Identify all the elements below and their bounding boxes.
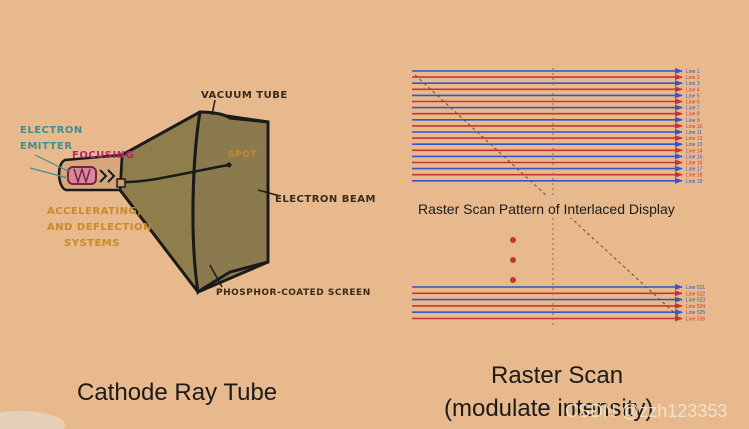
scan-line-label: Line 8 xyxy=(686,112,700,118)
label-spot: SPOT xyxy=(228,150,257,160)
scan-line-label: Line 5 xyxy=(686,93,700,99)
scan-line-label: Line 521 xyxy=(686,285,705,291)
scan-line-label: Line 17 xyxy=(686,167,703,173)
crt-diagram: VACUUM TUBE ELECTRON EMITTER FOCUSING SP… xyxy=(20,90,376,406)
raster-caption-2: (modulate intensity) xyxy=(444,395,653,422)
scan-line-label: Line 13 xyxy=(686,142,703,148)
label-accelerating-2: AND DEFLECTION xyxy=(47,222,152,233)
scan-line-label: Line 523 xyxy=(686,298,705,304)
vacuum-tube-leader xyxy=(211,99,216,116)
scan-line-label: Line 6 xyxy=(686,100,700,106)
scan-line-label: Line 9 xyxy=(686,118,700,124)
label-electron-emitter-1: ELECTRON xyxy=(20,125,83,136)
ellipsis-dot xyxy=(510,277,516,283)
phosphor-leader xyxy=(209,264,223,288)
label-phosphor-screen: PHOSPHOR-COATED SCREEN xyxy=(216,288,371,298)
corner-blur xyxy=(0,411,65,429)
focusing-element xyxy=(99,169,116,183)
scan-line-label: Line 524 xyxy=(686,304,705,310)
label-focusing: FOCUSING xyxy=(72,150,134,161)
scan-line-label: Line 526 xyxy=(686,317,705,323)
phosphor-screen xyxy=(191,110,270,296)
scan-line-label: Line 18 xyxy=(686,173,703,179)
beam-spot xyxy=(226,162,232,168)
raster-title-background xyxy=(412,196,690,218)
deflection-plate xyxy=(116,178,126,188)
scan-line-label: Line 19 xyxy=(686,179,703,185)
scan-line-label: Line 3 xyxy=(686,81,700,87)
scan-line-label: Line 15 xyxy=(686,154,703,160)
scan-line-label: Line 7 xyxy=(686,106,700,112)
scan-line-label: Line 1 xyxy=(686,69,700,75)
scan-line-label: Line 10 xyxy=(686,124,703,130)
emitter-coil xyxy=(73,166,91,185)
scan-line-label: Line 2 xyxy=(686,75,700,81)
label-electron-emitter-2: EMITTER xyxy=(20,141,72,152)
raster-caption-1: Raster Scan xyxy=(491,362,623,389)
ellipsis-dot xyxy=(510,257,516,263)
scan-line-label: Line 12 xyxy=(686,136,703,142)
scan-line-label: Line 525 xyxy=(686,310,705,316)
crt-caption: Cathode Ray Tube xyxy=(77,379,277,406)
label-vacuum-tube: VACUUM TUBE xyxy=(201,90,288,101)
label-accelerating-3: SYSTEMS xyxy=(64,238,120,249)
ellipsis-dot xyxy=(510,237,516,243)
scan-line-label: Line 14 xyxy=(686,148,703,154)
label-electron-beam: ELECTRON BEAM xyxy=(275,194,376,205)
screen-inner-edge xyxy=(191,111,202,293)
raster-title: Raster Scan Pattern of Interlaced Displa… xyxy=(418,201,675,217)
scan-line-label: Line 522 xyxy=(686,291,705,297)
electron-beam-leader xyxy=(257,189,281,197)
label-accelerating-1: ACCELERATING, xyxy=(47,206,142,217)
scan-line-label: Line 16 xyxy=(686,161,703,167)
scan-line-label: Line 4 xyxy=(686,87,700,93)
emitter-pointer xyxy=(29,154,71,179)
electron-beam xyxy=(124,163,229,184)
scan-line-label: Line 11 xyxy=(686,130,702,136)
watermark: CSDN @zzh123353 xyxy=(565,401,727,421)
